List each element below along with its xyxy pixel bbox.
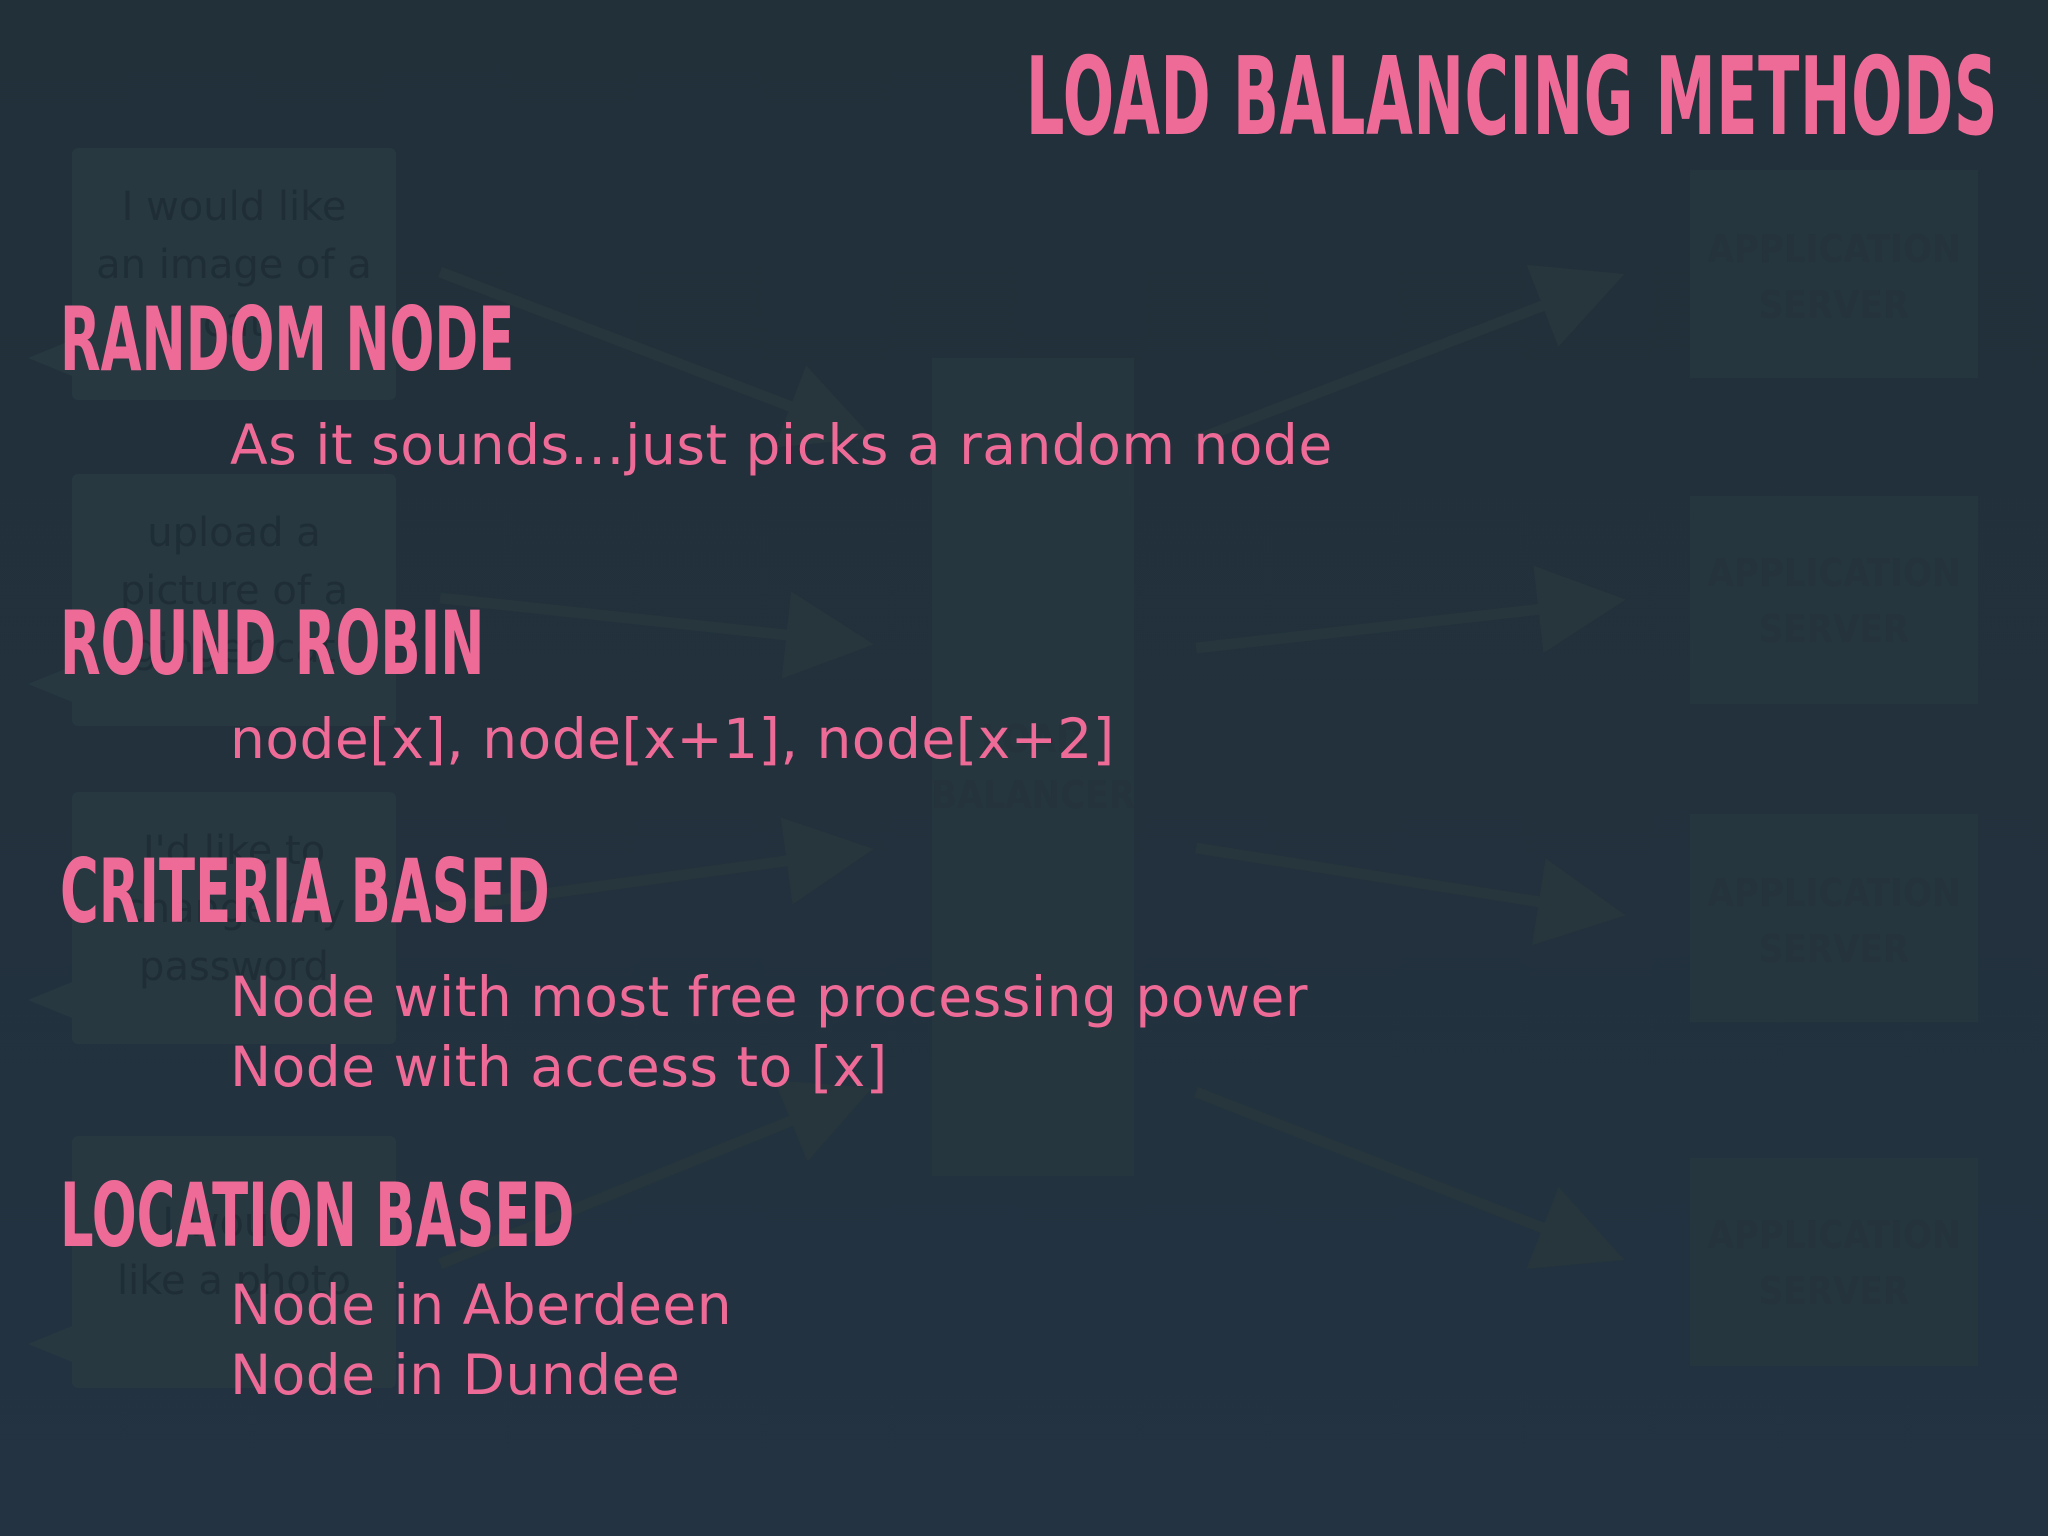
method-description-line: node[x], node[x+1], node[x+2] (230, 707, 1115, 771)
method-description: Node with most free processing power Nod… (230, 962, 1308, 1102)
method-description-line: As it sounds…just picks a random node (230, 413, 1333, 477)
method-description-line: Node in Dundee (230, 1343, 681, 1407)
server-box-2: APPLICATION SERVER (1690, 496, 1978, 704)
server-box-3: APPLICATION SERVER (1690, 814, 1978, 1022)
method-description: Node in Aberdeen Node in Dundee (230, 1270, 732, 1410)
method-description-line: Node in Aberdeen (230, 1273, 733, 1337)
arrow (1195, 565, 1626, 654)
load-balancer-label-line: BALANCER (931, 773, 1135, 817)
method-description: node[x], node[x+1], node[x+2] (230, 704, 1115, 774)
server-label-line: SERVER (1759, 283, 1909, 327)
server-label-line: APPLICATION (1707, 871, 1960, 915)
method-heading: CRITERIA BASED (60, 840, 550, 943)
arrow (1193, 1086, 1625, 1269)
server-box-4: APPLICATION SERVER (1690, 1158, 1978, 1366)
method-description-line: Node with access to [x] (230, 1035, 888, 1099)
server-box-1: APPLICATION SERVER (1690, 170, 1978, 378)
method-heading: LOCATION BASED (60, 1164, 575, 1267)
arrow (1195, 842, 1626, 946)
server-label-line: SERVER (1759, 1269, 1909, 1313)
arrow (439, 591, 874, 679)
server-label-line: SERVER (1759, 927, 1909, 971)
method-description-line: Node with most free processing power (230, 965, 1308, 1029)
client-box-line: an image of a (96, 242, 372, 288)
server-label-line: SERVER (1759, 607, 1909, 651)
method-heading: RANDOM NODE (60, 288, 515, 391)
client-box-line: I would like (122, 184, 347, 230)
server-label-line: APPLICATION (1707, 551, 1960, 595)
slide-title: LOAD BALANCING METHODS (1025, 35, 1998, 160)
method-description: As it sounds…just picks a random node (230, 410, 1333, 480)
server-label-line: APPLICATION (1707, 1213, 1960, 1257)
server-label-line: APPLICATION (1707, 227, 1960, 271)
method-heading: ROUND ROBIN (60, 592, 485, 695)
client-box-line: upload a (147, 510, 320, 556)
